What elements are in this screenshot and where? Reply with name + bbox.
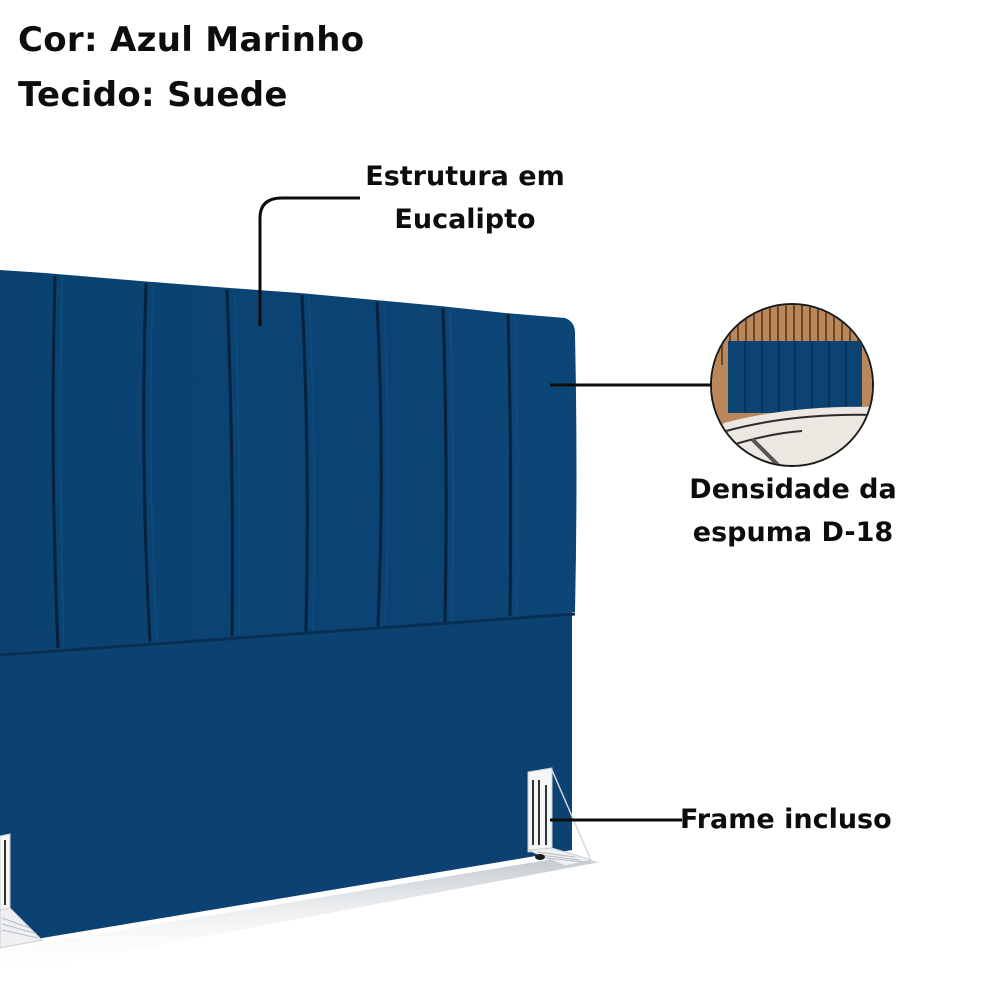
headboard-panels [0,270,577,657]
structure-callout-label: Estrutura em Eucalipto [350,155,580,241]
structure-label-line2: Eucalipto [394,204,536,235]
color-spec: Cor: Azul Marinho [18,20,365,60]
frame-bracket-right [527,767,594,867]
fabric-spec: Tecido: Suede [18,75,288,115]
foam-label-line2: espuma D-18 [692,517,894,548]
foam-callout-label: Densidade da espuma D-18 [668,468,918,554]
frame-callout-label: Frame incluso [680,804,892,835]
headboard-base [0,612,572,945]
floor-shadow [0,858,600,975]
structure-label-line1: Estrutura em [365,161,565,192]
foam-detail-inset [710,303,874,467]
frame-bracket-left [0,833,44,949]
structure-callout-line [258,196,360,326]
foam-label-line1: Densidade da [689,474,897,505]
